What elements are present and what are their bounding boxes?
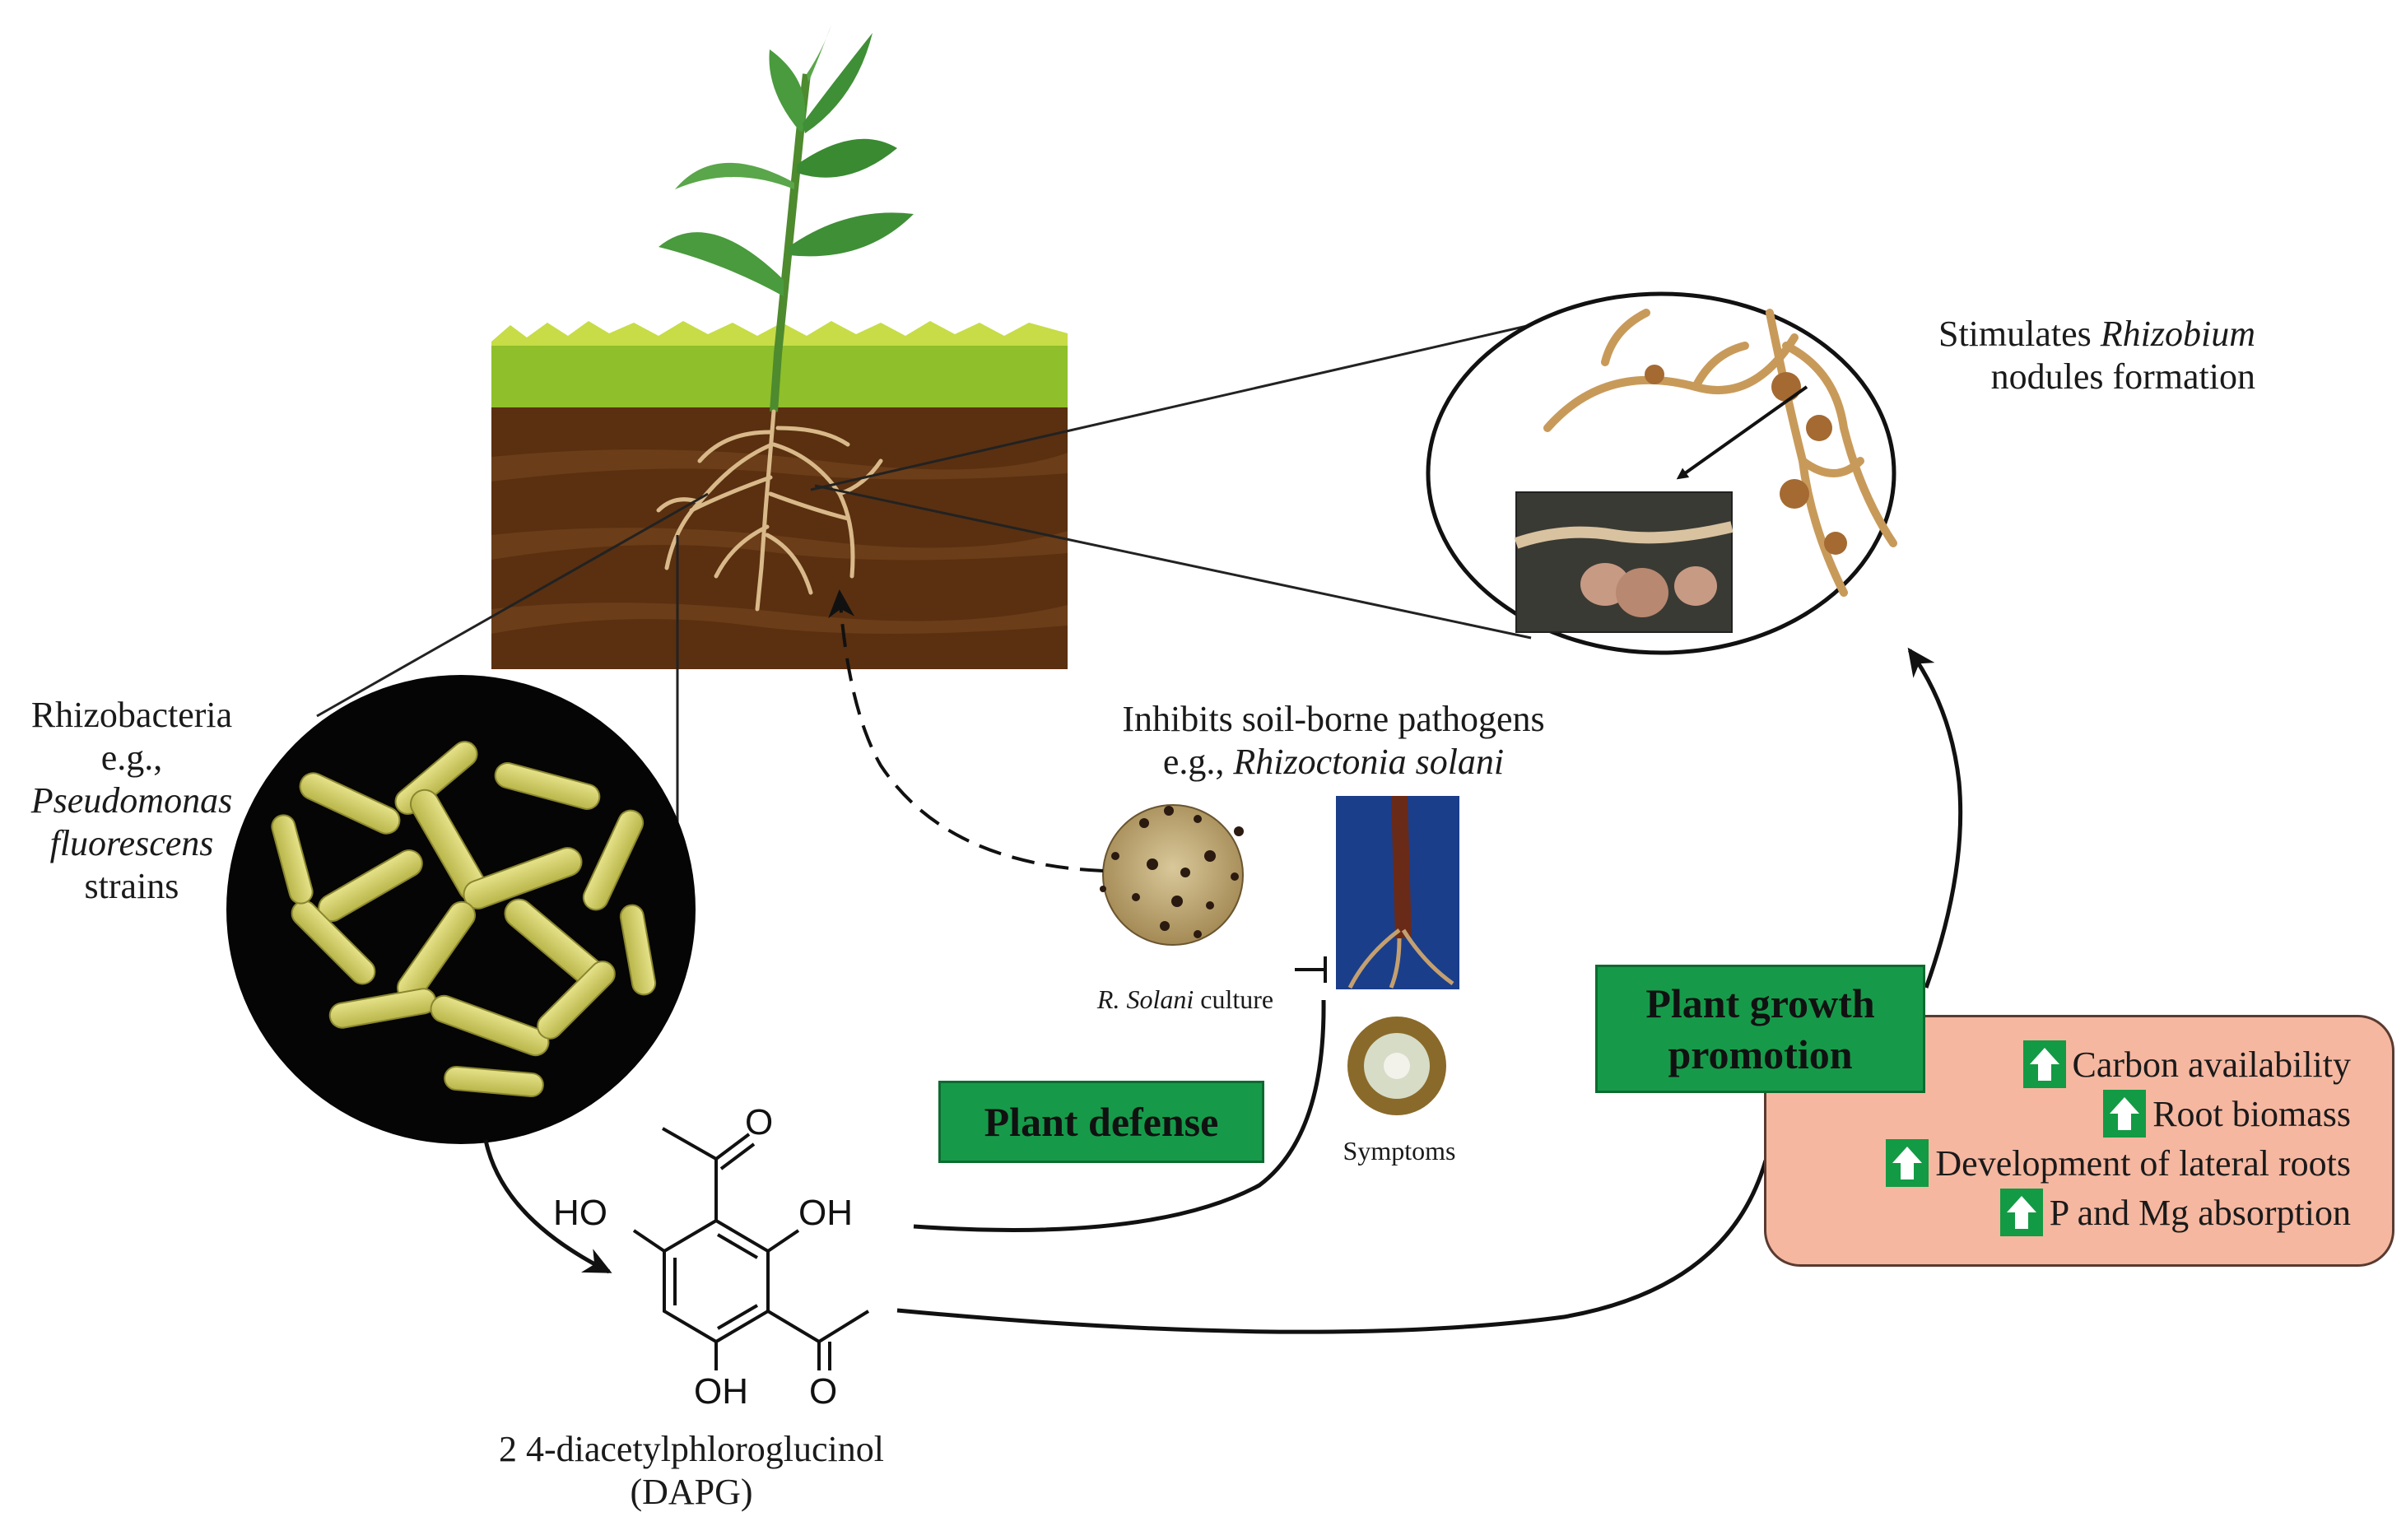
rhizobacteria-label: Rhizobacteria e.g., Pseudomonas fluoresc… bbox=[8, 694, 255, 908]
pathogen-species: Rhizoctonia solani bbox=[1233, 742, 1505, 782]
plant bbox=[659, 25, 914, 412]
bacteria-to-dapg-arrow bbox=[483, 1139, 612, 1274]
nodules-stimulates: Stimulates bbox=[1938, 314, 2101, 354]
rhizobacteria-line3: Pseudomonas bbox=[30, 780, 233, 821]
atom-o-top: O bbox=[745, 1102, 773, 1142]
benefit-label: P and Mg absorption bbox=[2049, 1192, 2351, 1233]
nodules-micrograph bbox=[1426, 291, 1897, 655]
growth-line1: Plant growth bbox=[1645, 980, 1875, 1026]
dapg-name-label: 2 4-diacetylphloroglucinol (DAPG) bbox=[428, 1428, 955, 1514]
symptoms-caption: Symptoms bbox=[1343, 1136, 1456, 1165]
up-arrow-icon bbox=[1886, 1139, 1929, 1187]
atom-oh-right: OH bbox=[798, 1193, 853, 1233]
pathogen-line1: Inhibits soil-borne pathogens bbox=[1122, 699, 1545, 739]
rhizobacteria-line2: e.g., bbox=[100, 737, 163, 778]
dapg-abbreviation: (DAPG) bbox=[630, 1472, 753, 1512]
atom-oh-bottom: OH bbox=[694, 1371, 748, 1412]
r-solani-culture-plate bbox=[1100, 804, 1244, 946]
culture-caption: R. Solani culture bbox=[1070, 984, 1301, 1015]
pathogen-line2: e.g., Rhizoctonia solani bbox=[1062, 741, 1605, 784]
zoom-lines-nodules bbox=[810, 318, 1557, 640]
plant-growth-promotion-label: Plant growth promotion bbox=[1595, 965, 1925, 1093]
nodules-line2: nodules formation bbox=[1990, 356, 2255, 397]
rhizobacteria-line1: Rhizobacteria bbox=[30, 695, 233, 735]
growth-line2: promotion bbox=[1668, 1031, 1853, 1077]
stem-lesion-photo bbox=[1336, 796, 1459, 989]
dashed-inhibition-arrow bbox=[828, 589, 1104, 872]
symptoms-photo bbox=[1333, 1006, 1461, 1133]
growth-to-nodules-arrow bbox=[1907, 647, 1963, 989]
atom-ho-left: HO bbox=[553, 1193, 607, 1233]
dapg-fullname: 2 4-diacetylphloroglucinol bbox=[499, 1429, 884, 1469]
plant-defense-label: Plant defense bbox=[938, 1081, 1264, 1163]
pathogen-eg: e.g., bbox=[1162, 742, 1234, 782]
nodules-line1: Stimulates Rhizobium bbox=[1794, 313, 2255, 356]
pathogen-label: Inhibits soil-borne pathogens e.g., Rhiz… bbox=[1062, 698, 1605, 784]
culture-species: R. Solani bbox=[1096, 984, 1194, 1014]
bacteria-micrograph bbox=[226, 675, 696, 1144]
benefit-row-root-biomass: Root biomass bbox=[2103, 1090, 2351, 1138]
up-arrow-icon bbox=[1999, 1189, 2043, 1236]
culture-suffix: culture bbox=[1194, 984, 1274, 1014]
rhizobacteria-line4: fluorescens bbox=[49, 823, 214, 863]
up-arrow-icon bbox=[2022, 1040, 2066, 1088]
benefit-label: Root biomass bbox=[2152, 1093, 2351, 1134]
roots bbox=[656, 409, 883, 612]
benefit-label: Carbon availability bbox=[2072, 1044, 2351, 1085]
zoom-lines-bacteria bbox=[316, 492, 709, 840]
dapg-to-defense-curve bbox=[913, 999, 1326, 1232]
dapg-to-growth-curve bbox=[896, 1160, 1768, 1334]
up-arrow-icon bbox=[2103, 1090, 2147, 1138]
dapg-atom-labels: HO OH OH O O bbox=[553, 1102, 853, 1412]
nodules-label: Stimulates Rhizobium nodules formation bbox=[1794, 313, 2255, 398]
atom-o-bottom: O bbox=[809, 1371, 837, 1412]
benefit-row-lateral-roots: Development of lateral roots bbox=[1886, 1139, 2351, 1187]
inhibition-bar bbox=[1295, 956, 1327, 983]
rhizobacteria-line5: strains bbox=[84, 866, 179, 906]
benefit-label: Development of lateral roots bbox=[1935, 1142, 2351, 1184]
dapg-molecule bbox=[632, 1127, 870, 1370]
benefit-row-carbon: Carbon availability bbox=[2022, 1040, 2351, 1088]
nodules-species: Rhizobium bbox=[2100, 314, 2255, 354]
benefit-row-p-mg: P and Mg absorption bbox=[1999, 1189, 2351, 1236]
